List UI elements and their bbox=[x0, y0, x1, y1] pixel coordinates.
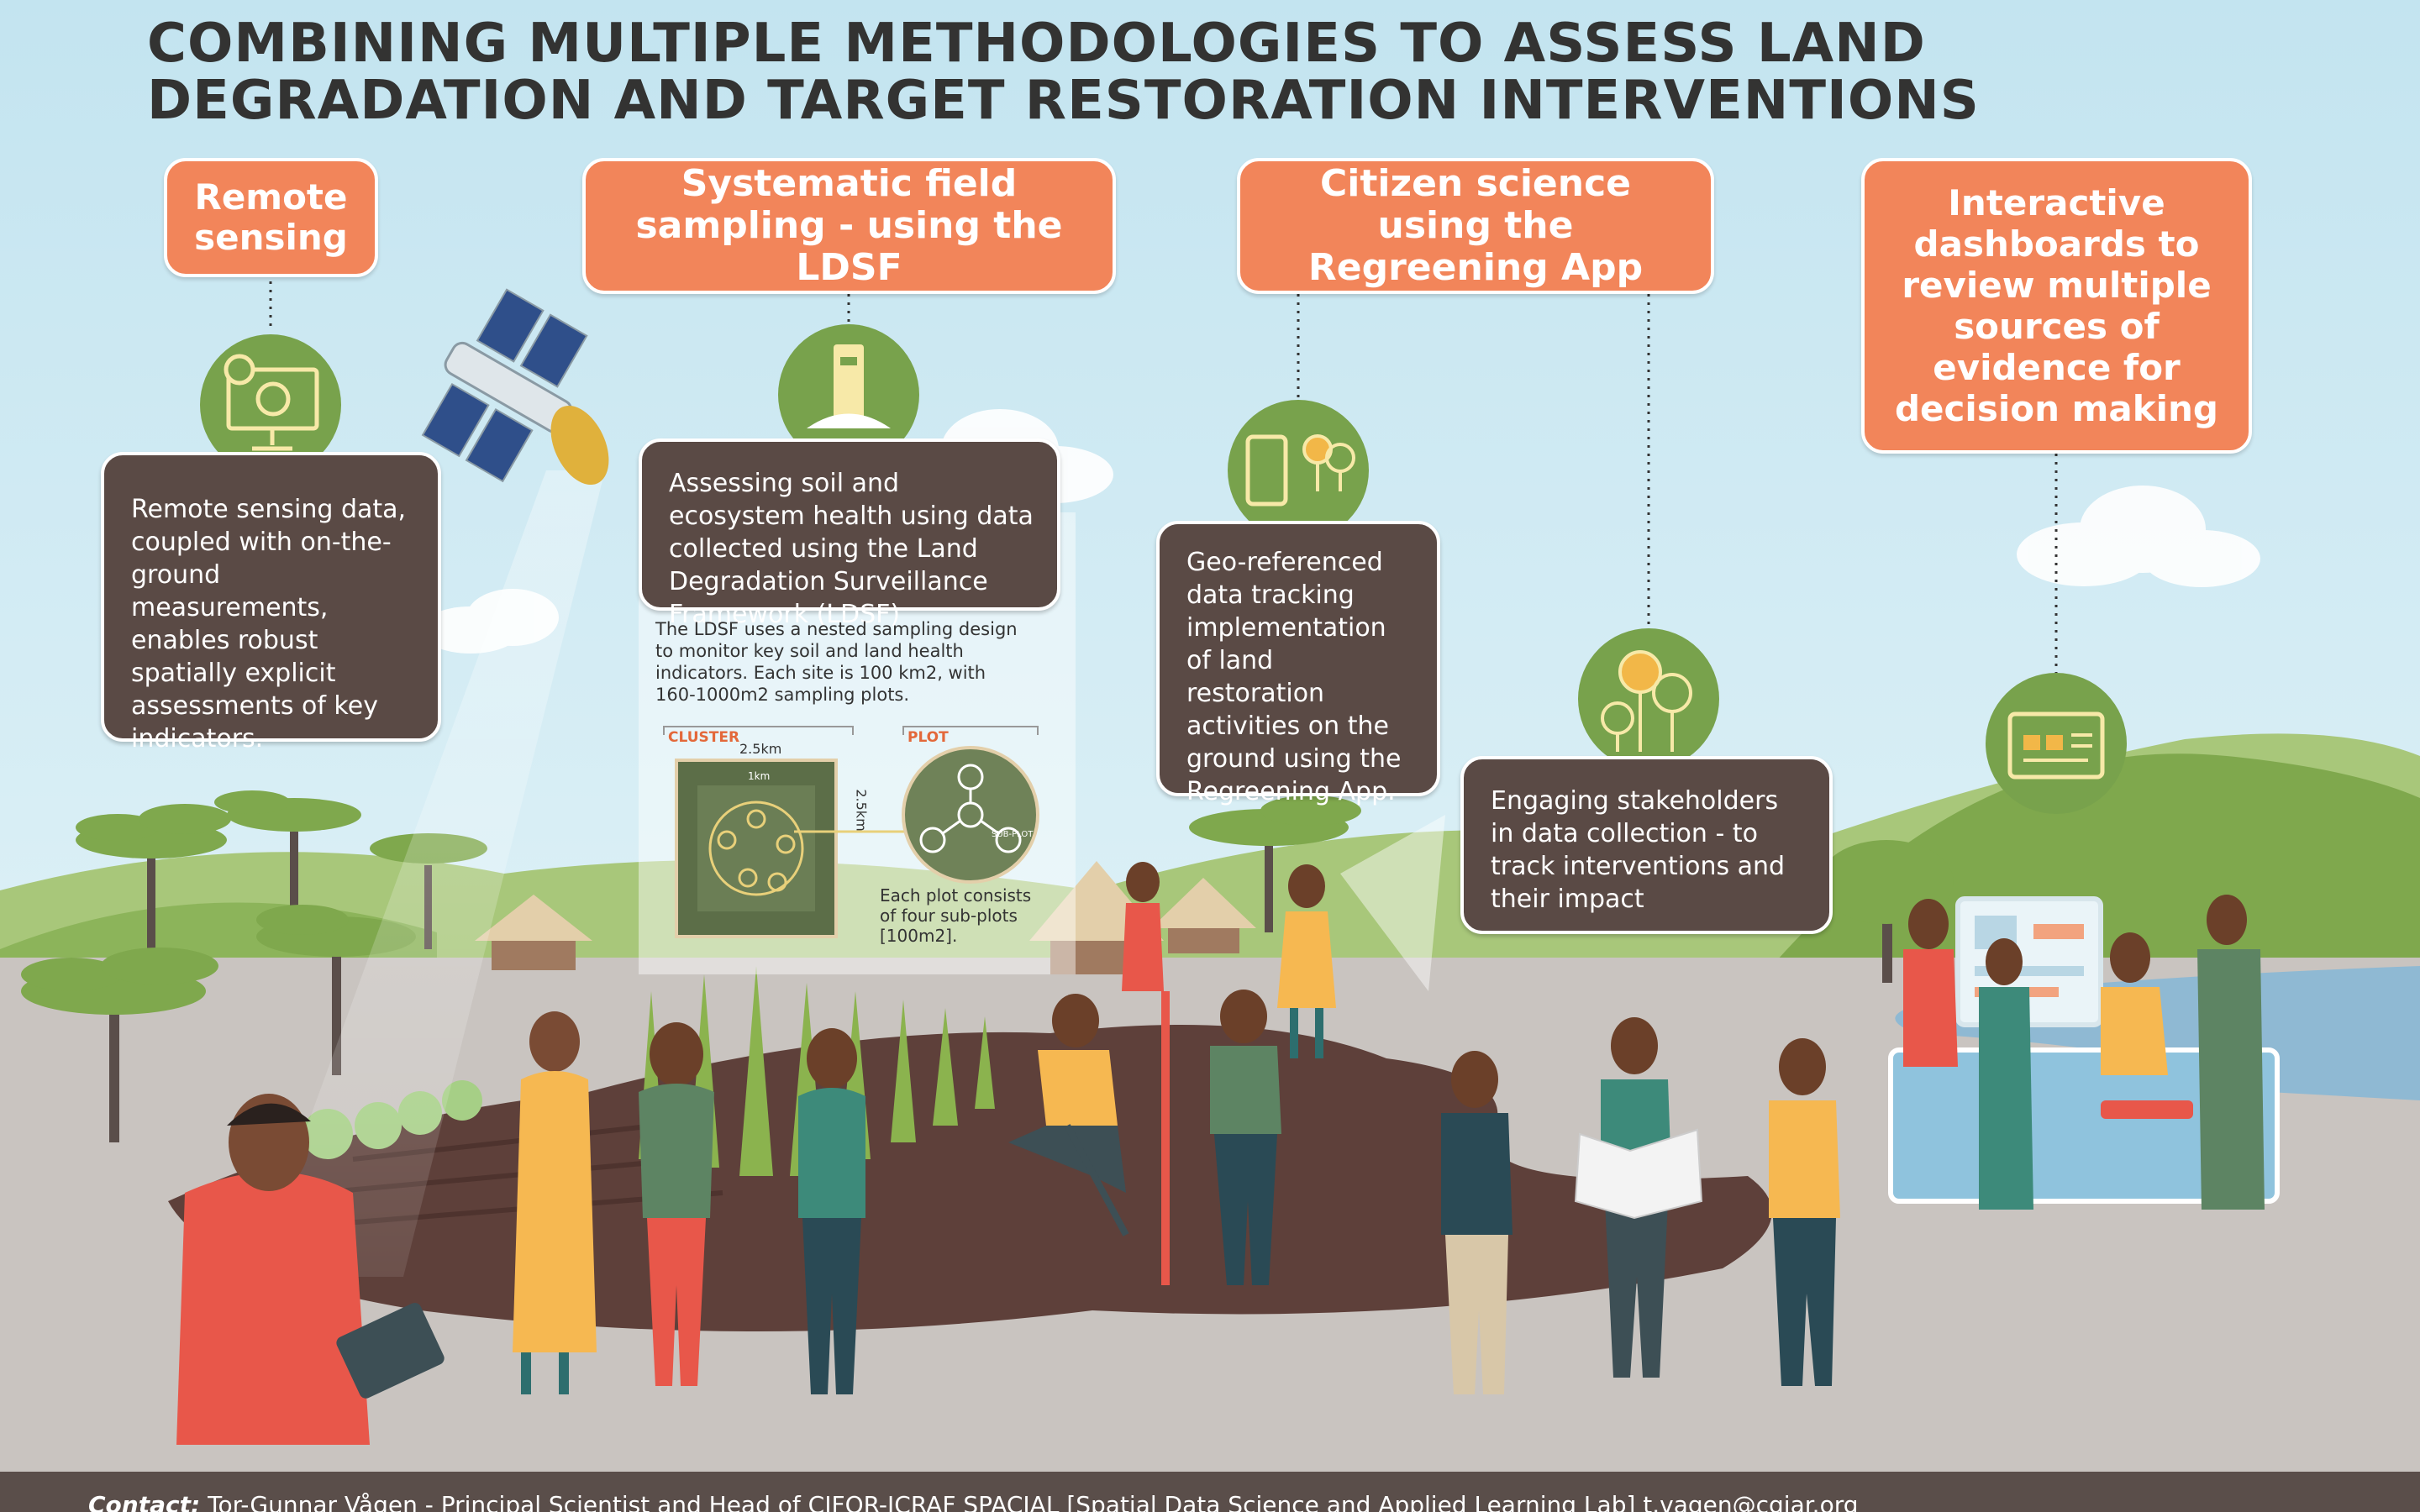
icon-circle-regreening-app bbox=[1228, 400, 1369, 541]
ldsf-plot-map bbox=[902, 746, 1039, 884]
description-stakeholders: Engaging stakeholders in data collection… bbox=[1460, 756, 1833, 934]
page-title: COMBINING MULTIPLE METHODOLOGIES TO ASSE… bbox=[147, 15, 1996, 129]
title-line-2: DEGRADATION AND TARGET RESTORATION INTER… bbox=[147, 70, 1980, 132]
description-regreening-app: Geo-referenced data tracking implementat… bbox=[1156, 521, 1440, 806]
footer-bar bbox=[0, 1472, 2420, 1512]
ldsf-cluster-map bbox=[675, 759, 908, 938]
trees bbox=[21, 790, 1954, 1142]
method-title-dashboards-label: Interactive dashboards to review multipl… bbox=[1894, 182, 2218, 429]
method-title-field-sampling: Systematic field sampling - using the LD… bbox=[582, 158, 1116, 294]
ldsf-note: The LDSF uses a nested sampling design t… bbox=[655, 619, 1018, 705]
ldsf-subplot-label: SUB-PLOT bbox=[992, 830, 1034, 839]
ldsf-plot-note: Each plot consists of four sub-plots [10… bbox=[880, 885, 1032, 946]
method-title-dashboards: Interactive dashboards to review multipl… bbox=[1861, 158, 2252, 454]
phone-beam bbox=[1340, 815, 1445, 991]
description-remote-sensing: Remote sensing data, coupled with on-the… bbox=[101, 452, 441, 753]
ldsf-plot-label: PLOT bbox=[908, 729, 949, 746]
ldsf-height-label: 2.5km bbox=[853, 789, 870, 832]
satellite-beam bbox=[252, 470, 605, 1277]
description-regreening-app-text: Geo-referenced data tracking implementat… bbox=[1186, 548, 1402, 806]
footer-contact-label: Contact: bbox=[88, 1491, 201, 1512]
footer-contact-text: Tor-Gunnar Vågen - Principal Scientist a… bbox=[208, 1491, 1859, 1512]
description-field-sampling-text: Assessing soil and ecosystem health usin… bbox=[669, 469, 1034, 629]
method-title-field-sampling-label: Systematic field sampling - using the LD… bbox=[635, 162, 1063, 289]
title-line-1: COMBINING MULTIPLE METHODOLOGIES TO ASSE… bbox=[147, 13, 1926, 75]
ldsf-width-label: 2.5km bbox=[739, 741, 782, 757]
satellite bbox=[421, 288, 609, 486]
description-stakeholders-text: Engaging stakeholders in data collection… bbox=[1491, 786, 1786, 914]
people bbox=[176, 862, 2280, 1445]
icon-circle-field-sampling bbox=[778, 324, 919, 465]
description-remote-sensing-text: Remote sensing data, coupled with on-the… bbox=[131, 495, 407, 753]
connector-lines bbox=[269, 281, 2058, 676]
method-title-remote-sensing: Remote sensing bbox=[164, 158, 378, 277]
footer-contact: Contact: Tor-Gunnar Vågen - Principal Sc… bbox=[88, 1491, 2273, 1512]
method-title-remote-sensing-label: Remote sensing bbox=[194, 176, 348, 258]
ldsf-cluster-label: CLUSTER bbox=[668, 729, 740, 746]
description-field-sampling: Assessing soil and ecosystem health usin… bbox=[639, 438, 1060, 629]
ldsf-bracket-lines bbox=[663, 726, 1039, 735]
ldsf-inner-dim-label: 1km bbox=[748, 770, 771, 782]
icon-circle-stakeholders bbox=[1578, 628, 1719, 769]
method-title-citizen-science: Citizen science using the Regreening App bbox=[1237, 158, 1714, 294]
icon-circle-remote-sensing bbox=[200, 334, 341, 475]
method-title-citizen-science-label: Citizen science using the Regreening App bbox=[1307, 162, 1644, 289]
icon-circle-dashboards bbox=[1986, 673, 2127, 814]
